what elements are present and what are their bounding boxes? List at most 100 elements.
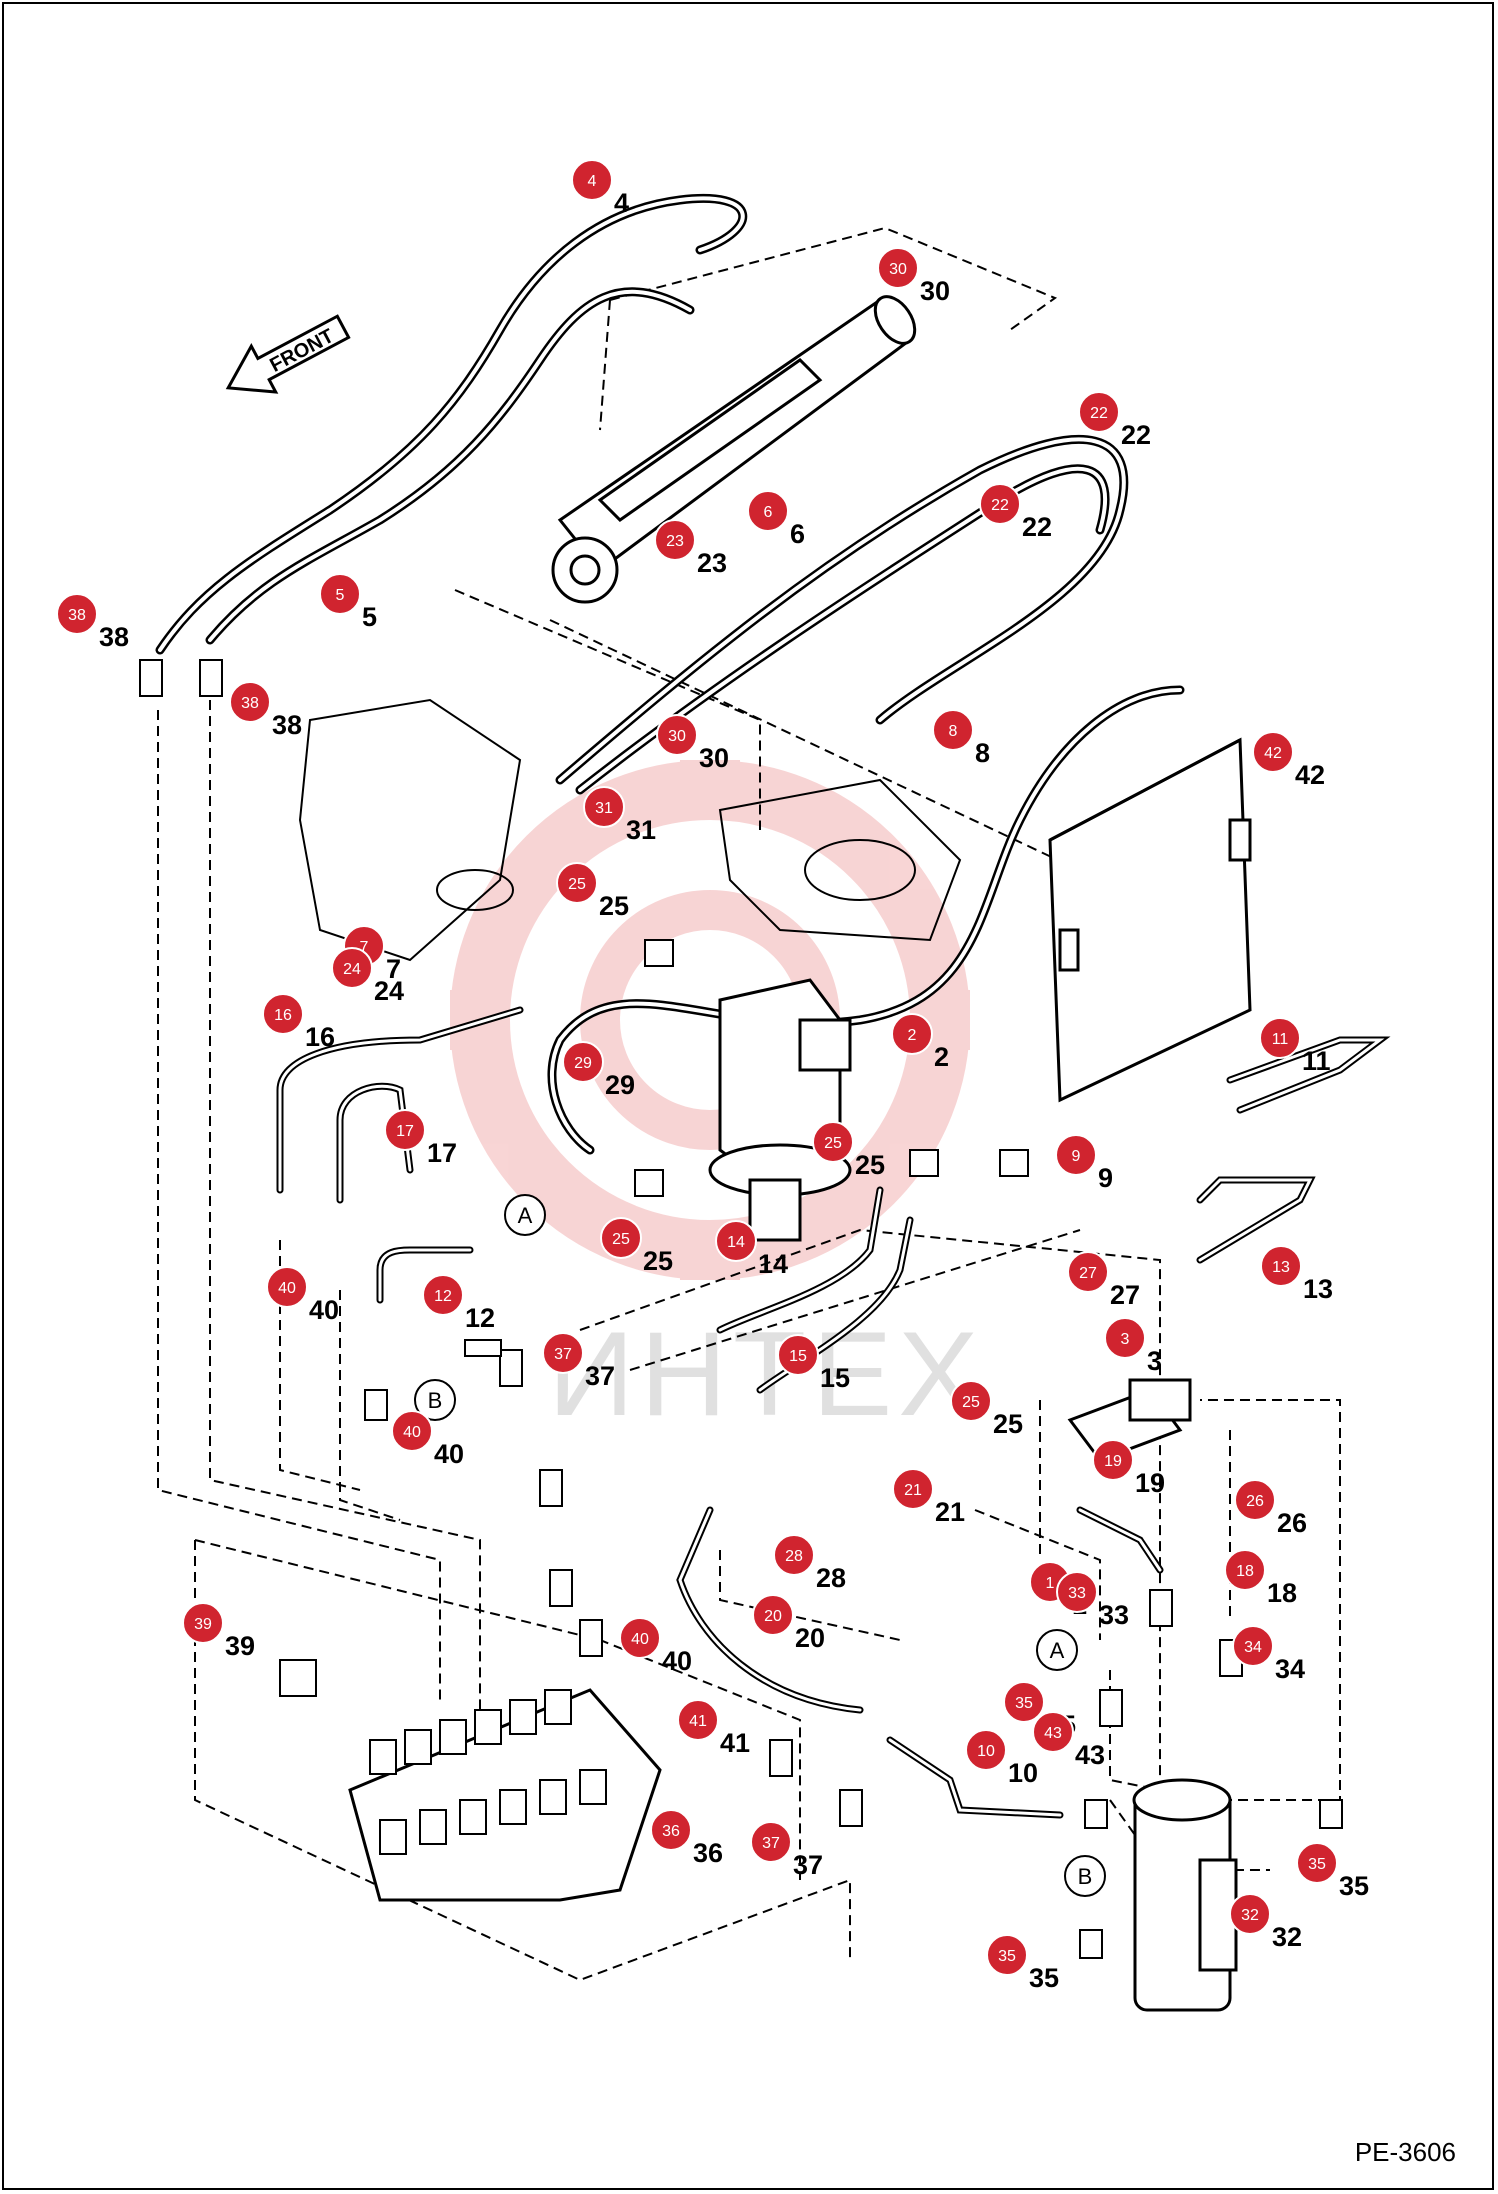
callout-badge-number: 40 xyxy=(631,1631,649,1648)
watermark-text: ИНТЕХ xyxy=(548,1307,984,1441)
callout-badge-number: 3 xyxy=(1121,1331,1130,1348)
callout-6: 66 xyxy=(747,490,805,549)
page-code: PE-3606 xyxy=(1354,2137,1456,2167)
callout-43: 43 43 xyxy=(1032,1711,1105,1770)
callout-badge-number: 20 xyxy=(764,1608,782,1625)
callout-badge-number: 25 xyxy=(612,1231,630,1248)
callout-badge xyxy=(391,1410,433,1452)
callout-label: 32 xyxy=(1272,1922,1302,1952)
callout-label: 14 xyxy=(758,1249,788,1279)
callout-label: 35 xyxy=(1029,1963,1059,1993)
callout-badge xyxy=(892,1468,934,1510)
callout-badge xyxy=(319,573,361,615)
callout-badge xyxy=(877,247,919,289)
callout-badge xyxy=(542,1332,584,1374)
callout-badge-number: 38 xyxy=(68,607,86,624)
callout-badge xyxy=(654,519,696,561)
callout-badge xyxy=(950,1380,992,1422)
callout-label: 22 xyxy=(1022,512,1052,542)
callout-badge-number: 42 xyxy=(1264,745,1282,762)
callout-badge xyxy=(384,1109,426,1151)
callout-label: 12 xyxy=(465,1303,495,1333)
callout-label: 9 xyxy=(1098,1163,1113,1193)
callout-label: 25 xyxy=(599,891,629,921)
callout-badge xyxy=(1259,1017,1301,1059)
callout-38: 38 38 xyxy=(56,593,129,652)
callout-badge xyxy=(986,1934,1028,1976)
callout-badge-number: 28 xyxy=(785,1548,803,1565)
callout-badge-number: 25 xyxy=(824,1135,842,1152)
callout-badge xyxy=(1229,1893,1271,1935)
svg-text:A: A xyxy=(518,1203,533,1228)
callout-badge-number: 40 xyxy=(403,1424,421,1441)
callout-badge xyxy=(262,993,304,1035)
callout-badge xyxy=(1003,1681,1045,1723)
callout-label: 25 xyxy=(643,1246,673,1276)
callout-badge xyxy=(1032,1711,1074,1753)
front-label: FRONT xyxy=(266,325,337,377)
callout-3: 33 xyxy=(1104,1317,1162,1376)
callout-badge xyxy=(331,947,373,989)
callout-badge-number: 34 xyxy=(1244,1639,1262,1656)
callout-badge xyxy=(56,593,98,635)
callout-label: 27 xyxy=(1110,1280,1140,1310)
callout-badge-number: 35 xyxy=(1015,1695,1033,1712)
callout-badge xyxy=(1296,1842,1338,1884)
callout-badge xyxy=(619,1617,661,1659)
callout-badge-number: 14 xyxy=(727,1234,745,1251)
callout-badge xyxy=(750,1821,792,1863)
callout-badge-number: 33 xyxy=(1068,1585,1086,1602)
callout-badge xyxy=(677,1699,719,1741)
callout-label: 2 xyxy=(934,1042,949,1072)
callout-badge-number: 35 xyxy=(1308,1856,1326,1873)
view-marker-b-2: B xyxy=(1064,1855,1106,1897)
callout-label: 39 xyxy=(225,1631,255,1661)
hoses-inner xyxy=(158,196,1182,1152)
callout-label: 43 xyxy=(1075,1740,1105,1770)
callout-badge-number: 11 xyxy=(1272,1031,1289,1048)
callout-label: 19 xyxy=(1135,1468,1165,1498)
svg-text:B: B xyxy=(1078,1864,1093,1889)
callout-label: 26 xyxy=(1277,1508,1307,1538)
callout-9: 99 xyxy=(1055,1134,1113,1193)
callout-badge xyxy=(979,483,1021,525)
callout-label: 3 xyxy=(1147,1346,1162,1376)
callout-label: 38 xyxy=(99,622,129,652)
view-marker-a-1: A xyxy=(504,1194,546,1236)
callout-badge-number: 29 xyxy=(574,1055,592,1072)
callout-label: 6 xyxy=(790,519,805,549)
callout-badge xyxy=(715,1220,757,1262)
callout-label: 25 xyxy=(993,1409,1023,1439)
callout-badge-number: 40 xyxy=(278,1280,296,1297)
callout-badge-number: 30 xyxy=(668,728,686,745)
callout-badge xyxy=(1232,1625,1274,1667)
callout-badge-number: 21 xyxy=(904,1482,922,1499)
callout-label: 4 xyxy=(614,188,629,218)
callout-badge-number: 43 xyxy=(1044,1725,1062,1742)
callout-badge xyxy=(1067,1251,1109,1293)
callout-badge xyxy=(650,1809,692,1851)
callout-label: 13 xyxy=(1303,1274,1333,1304)
callout-label: 11 xyxy=(1302,1046,1331,1076)
callout-label: 41 xyxy=(720,1728,750,1758)
callout-badge xyxy=(1260,1245,1302,1287)
